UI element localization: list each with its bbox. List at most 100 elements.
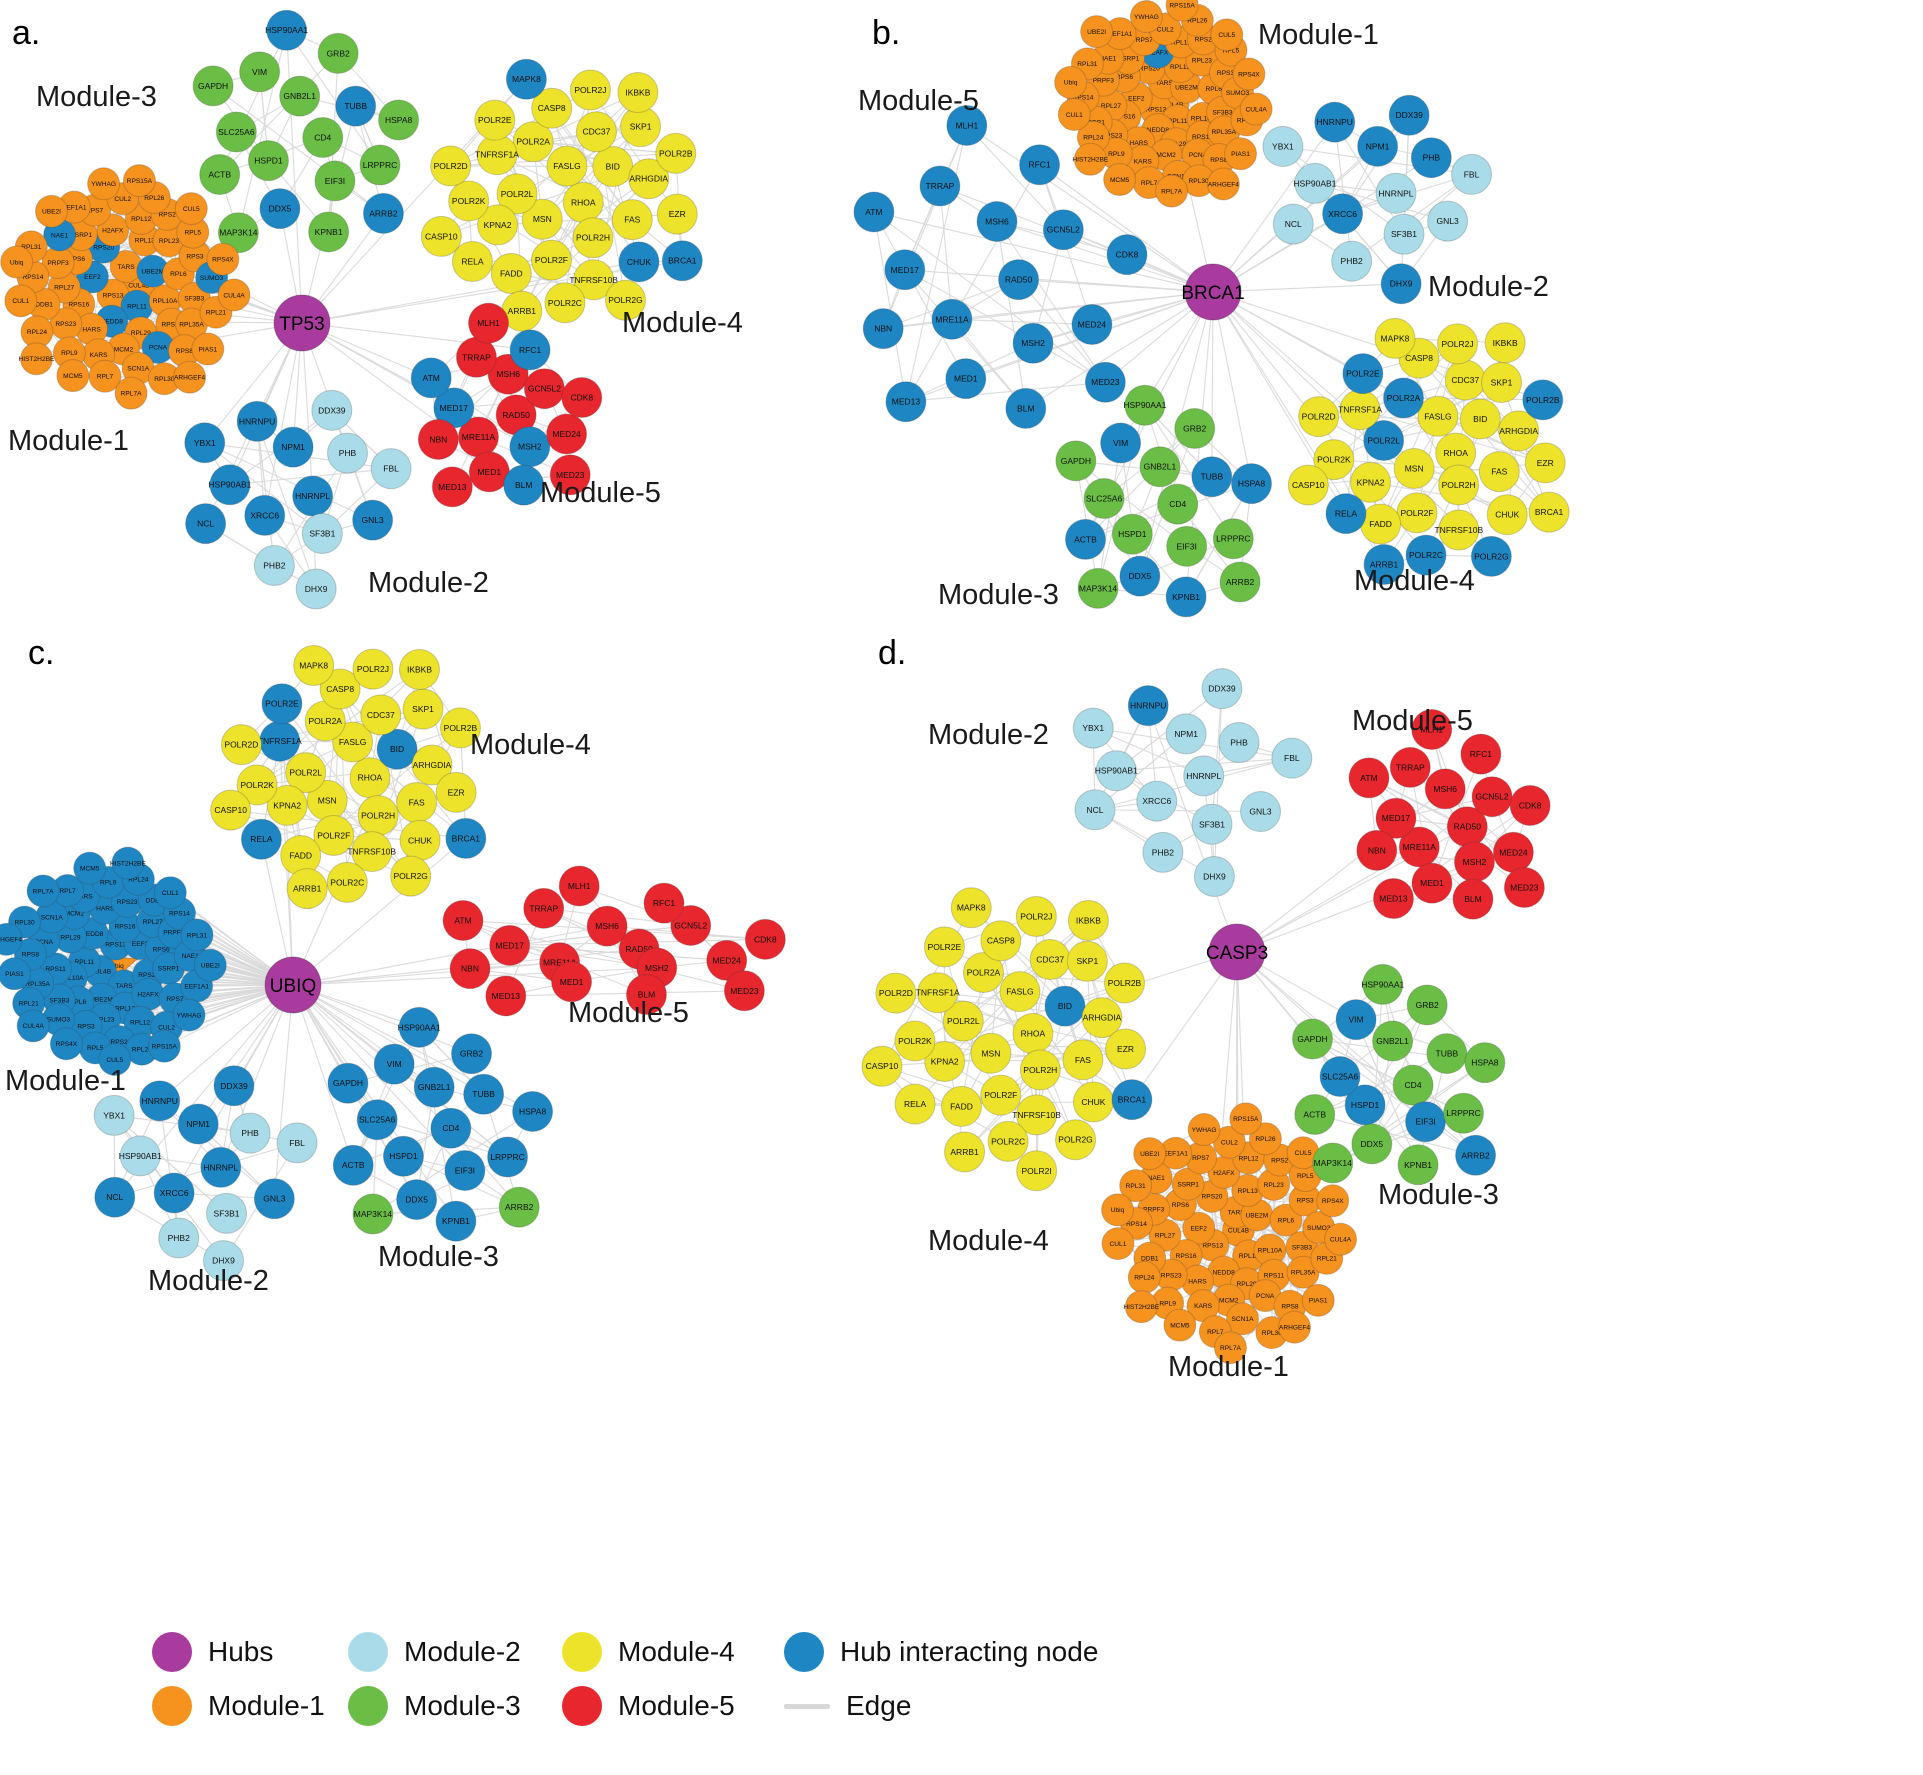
gene-label: ARHGDIA xyxy=(1499,426,1538,436)
gene-label: DDX39 xyxy=(220,1081,248,1091)
module4-node-shape xyxy=(569,69,611,111)
gene-node: POLR2L xyxy=(496,173,538,215)
gene-node: POLR2K xyxy=(236,764,278,806)
gene-label: GCN5L2 xyxy=(1476,792,1509,802)
gene-label: RPL31 xyxy=(187,932,207,939)
gene-node: NPM1 xyxy=(272,426,314,468)
gene-node: CDK8 xyxy=(1509,784,1551,826)
module2-node-shape xyxy=(206,1192,248,1234)
gene-node: TNFRSF1A xyxy=(475,134,519,176)
hub-interacting-node-shape xyxy=(435,1200,477,1242)
gene-label: DHX9 xyxy=(305,584,328,594)
gene-label: EZR xyxy=(448,787,465,797)
panel-letter: c. xyxy=(28,634,54,672)
gene-node: CUL1 xyxy=(1101,1227,1135,1261)
gene-label: RPS2 xyxy=(1195,36,1213,43)
gene-label: DDB1 xyxy=(1141,1255,1159,1262)
module-label: Module-1 xyxy=(1168,1351,1289,1383)
edge xyxy=(1211,291,1214,477)
module4-node-shape xyxy=(1478,451,1520,493)
module2-node-shape xyxy=(1191,803,1233,845)
gene-node: HNRNPU xyxy=(1314,101,1356,143)
gene-node: MSN xyxy=(1393,447,1435,489)
gene-node: RFC1 xyxy=(643,882,685,924)
gene-node: SCN1A xyxy=(1226,1302,1260,1336)
gene-label: CUL1 xyxy=(162,890,179,897)
gene-node: HIST2H2BE xyxy=(1072,142,1109,176)
module1-node-shape xyxy=(1187,1113,1221,1147)
gene-node: POLR2H xyxy=(357,795,399,837)
gene-label: RELA xyxy=(250,834,273,844)
gene-node: YWHAG xyxy=(87,167,121,201)
gene-label: RHOA xyxy=(571,197,596,207)
gene-label: FAS xyxy=(409,798,425,808)
gene-node: TUBB xyxy=(463,1073,505,1115)
gene-node: Ubiq xyxy=(0,245,34,279)
gene-label: GAPDH xyxy=(333,1078,363,1088)
module3-node-shape xyxy=(359,144,401,186)
gene-label: RPL30 xyxy=(14,919,34,926)
edge xyxy=(1092,727,1204,777)
gene-label: HSPD1 xyxy=(254,156,283,166)
gene-label: RPS13 xyxy=(105,941,126,948)
gene-label: KARS xyxy=(75,894,94,901)
gene-label: VIM xyxy=(1113,438,1128,448)
gene-node: KPNA2 xyxy=(1350,461,1392,503)
gene-label: RPL24 xyxy=(128,877,148,884)
gene-node: GRB2 xyxy=(317,32,359,74)
hub-interacting-node-shape xyxy=(1380,263,1422,305)
gene-label: HSPA8 xyxy=(1238,479,1266,489)
module2-node-shape xyxy=(276,1122,318,1164)
gene-label: CUL2 xyxy=(158,1025,175,1032)
gene-label: ARHGEF4 xyxy=(0,937,22,944)
module1-swatch xyxy=(152,1686,192,1726)
hub-interacting-node-shape xyxy=(1106,234,1148,276)
module1-node-shape xyxy=(0,245,34,279)
gene-label: POLR2G xyxy=(393,871,428,881)
module-label: Module-3 xyxy=(378,1241,499,1273)
edge xyxy=(219,52,339,175)
gene-node: POLR2B xyxy=(439,707,481,749)
gene-node: DHX9 xyxy=(295,568,337,610)
hub-interacting-node-shape xyxy=(356,1099,398,1141)
hub-interacting-node-shape xyxy=(240,818,282,860)
gene-label: HARS xyxy=(82,326,101,333)
hub-interacting-node-shape xyxy=(661,240,703,282)
gene-label: RPL12 xyxy=(1171,39,1191,46)
gene-node: POLR2H xyxy=(1019,1049,1061,1091)
gene-label: MRE11A xyxy=(543,958,577,968)
module4-node-shape xyxy=(1437,323,1479,365)
module5-node-shape xyxy=(1460,733,1502,775)
module4-node-shape xyxy=(656,193,698,235)
hub-interacting-node-shape xyxy=(209,464,251,506)
gene-label: UBE2I xyxy=(42,209,61,216)
gene-node: HNRNPL xyxy=(292,475,334,517)
gene-node: CHUK xyxy=(618,241,660,283)
module2-node-shape xyxy=(119,1135,161,1177)
gene-node: CD4 xyxy=(302,117,344,159)
gene-node: KPNB1 xyxy=(435,1200,477,1242)
gene-label: SF3B1 xyxy=(1199,819,1225,829)
module-label: Module-2 xyxy=(148,1265,269,1297)
gene-label: CDC37 xyxy=(1036,954,1064,964)
gene-label: ARRB1 xyxy=(293,884,322,894)
gene-node: PHB2 xyxy=(253,544,295,586)
edge xyxy=(159,1100,180,1239)
gene-node: BID xyxy=(376,728,418,770)
gene-node: CUL5 xyxy=(98,1042,132,1076)
gene-node: ARHGDIA xyxy=(411,744,453,786)
gene-node: TNFRSF10B xyxy=(569,259,618,301)
module4-node-shape xyxy=(1481,362,1523,404)
gene-label: GAPDH xyxy=(1061,456,1091,466)
gene-label: RPL13 xyxy=(115,1005,135,1012)
hub-interacting-node-shape xyxy=(1319,1056,1361,1098)
gene-label: BRCA1 xyxy=(1535,507,1564,517)
module3-node-shape xyxy=(1312,1142,1354,1184)
gene-label: RPL10A xyxy=(59,975,84,982)
gene-node: GNL3 xyxy=(1240,791,1282,833)
module-label: Module-3 xyxy=(1378,1179,1499,1211)
gene-label: NCL xyxy=(1086,805,1103,815)
edge xyxy=(541,126,641,220)
module3-node-shape xyxy=(279,75,321,117)
module2-node-shape xyxy=(1271,737,1313,779)
